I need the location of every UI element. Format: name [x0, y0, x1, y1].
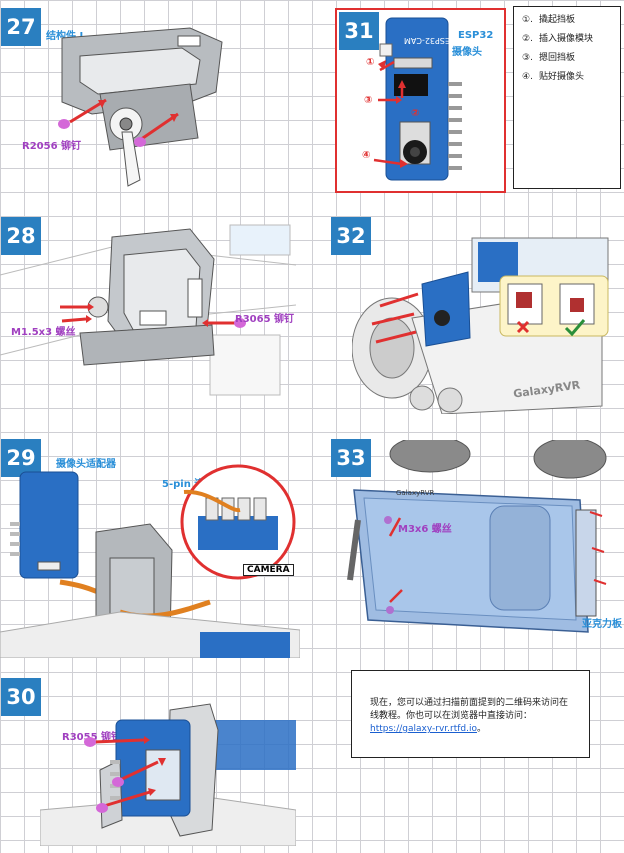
tutorial-link[interactable]: https://galaxy-rvr.rtfd.io — [370, 724, 477, 734]
step-32-badge: 32 — [331, 217, 371, 255]
tutorial-access-box: 现在，您可以通过扫描前面提到的二维码来访问在线教程。你也可以在浏览器中直接访问：… — [351, 670, 590, 758]
step-29-cable-label: 5-pin 连接线 — [162, 479, 225, 490]
step-30-camera-mount-illustration — [40, 703, 296, 846]
step-31-marker-1: ① — [366, 57, 375, 68]
step-33-badge: 33 — [331, 439, 371, 477]
step-33-screw-label: M3x6 螺丝 — [398, 524, 452, 535]
note-item: ①.撬起挡板 — [522, 15, 575, 25]
step-31-marker-3: ③ — [364, 95, 373, 106]
step-27-rivet-label: R2056 铆钉 — [22, 141, 82, 152]
step-31-marker-4: ④ — [362, 150, 371, 161]
note-item: ②.插入摄像模块 — [522, 34, 593, 44]
step-28-rivet-label: R3065 铆钉 — [235, 314, 295, 325]
step-28-badge: 28 — [1, 217, 41, 255]
esp32-cam-board-illustration — [373, 17, 462, 181]
step-27-badge: 27 — [1, 8, 41, 46]
step-29-camera-adapter-illustration — [0, 464, 300, 658]
camera-port-tag: CAMERA — [243, 564, 294, 576]
step-33-battery-holder-illustration — [347, 440, 607, 633]
step-33-acrylic-label: 亚克力板 — [582, 619, 622, 630]
step-28-screw-label: M1.5x3 螺丝 — [11, 327, 76, 338]
note-item: ③.摁回挡板 — [522, 53, 575, 63]
step-27-part-label: 结构件 I — [46, 31, 84, 42]
step-28-servo-mount-illustration — [0, 224, 296, 396]
step-27-bracket-servo-illustration — [58, 27, 223, 187]
step-33-brand-text: GalaxyRVR — [396, 489, 435, 497]
note-item: ④.贴好摄像头 — [522, 72, 584, 82]
instruction-notes-box: ①.撬起挡板 ②.插入摄像模块 ③.摁回挡板 ④.贴好摄像头 — [513, 6, 621, 189]
step-31-title-line2: 摄像头 — [452, 47, 482, 58]
step-30-badge: 30 — [1, 678, 41, 716]
step-31-marker-2: ② — [411, 108, 420, 119]
step-31-badge: 31 — [339, 12, 379, 50]
step-29-badge: 29 — [1, 439, 41, 477]
step-32-rover-camera-illustration — [352, 237, 609, 414]
esp32-board-text: ESP32-CAM — [404, 36, 450, 45]
step-29-adapter-label: 摄像头适配器 — [56, 459, 116, 470]
tutorial-access-text: 现在，您可以通过扫描前面提到的二维码来访问在线教程。你也可以在浏览器中直接访问：… — [370, 698, 569, 734]
step-31-title-line1: ESP32 — [458, 30, 494, 41]
